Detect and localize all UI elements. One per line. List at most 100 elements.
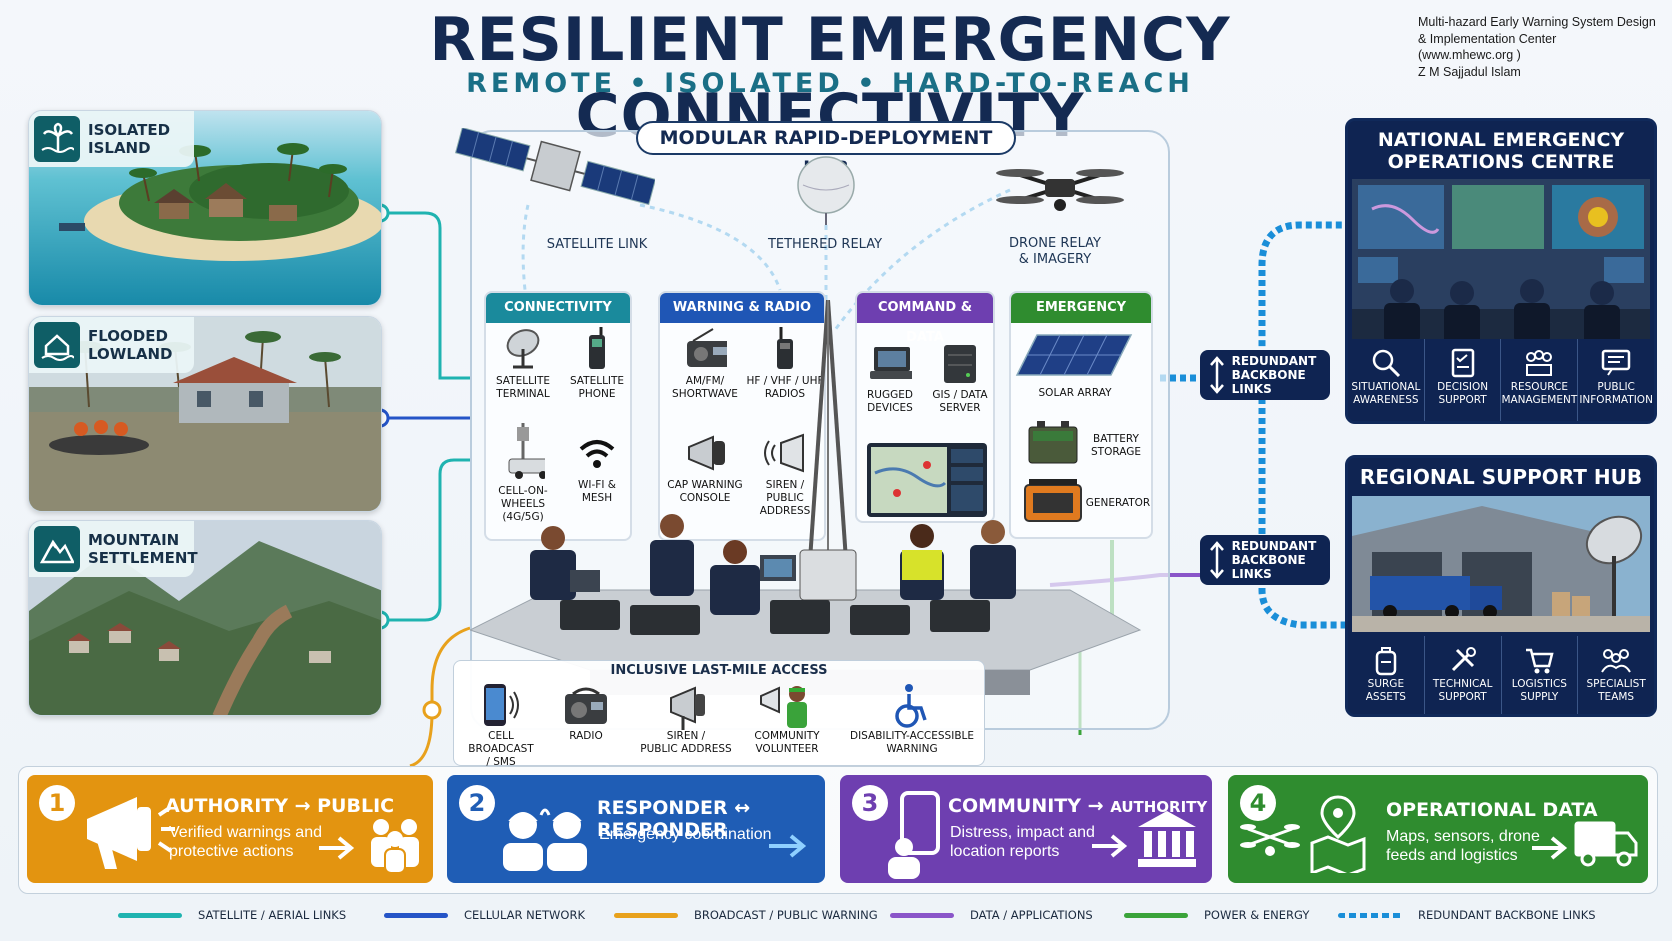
battery-icon [1028,421,1078,464]
item-wifi-mesh: WI-FI &MESH [556,431,638,505]
cap-label: MANAGEMENT [1501,394,1578,406]
item-label: VOLUNTEER [755,743,819,755]
radio-icon [683,327,727,371]
legend-data: DATA / APPLICATIONS [890,908,1093,922]
national-emergency-operations-centre[interactable]: NATIONAL EMERGENCY OPERATIONS CENTRE SIT… [1345,118,1657,424]
legend-power: POWER & ENERGY [1124,908,1309,922]
delivery-truck-icon [1574,821,1638,867]
government-building-icon [1138,811,1196,867]
item-label: DISABILITY-ACCESSIBLE [849,730,975,742]
cap-label: TEAMS [1598,691,1635,703]
flow-title: OPERATIONAL DATA [1386,799,1598,821]
panel-warning-radio: WARNING & RADIO AM/FM/SHORTWAVE HF / VHF… [658,291,826,541]
cap-label: TECHNICAL [1432,678,1493,690]
item-label: STORAGE [1091,446,1141,458]
panel-header: CONNECTIVITY [486,293,630,323]
flow-desc-line: feeds and logistics [1386,847,1518,864]
flow-desc-line: location reports [950,843,1060,860]
cap-label: SUPPORT [1438,394,1487,406]
flood-house-icon [34,322,80,368]
drone-icon [996,169,1124,211]
siren-speaker-icon [763,431,807,475]
item-label: CELL BROADCAST [468,730,534,755]
legend-swatch [384,912,448,918]
flow-number: 1 [39,785,75,821]
satellite-dish-icon [501,327,545,371]
legend-cellular: CELLULAR NETWORK [384,908,585,922]
location-tag: MOUNTAIN SETTLEMENT [29,521,198,577]
lastmile-siren: SIREN /PUBLIC ADDRESS [636,680,736,756]
location-tag: FLOODED LOWLAND [29,317,194,373]
satellite-link-label: SATELLITE LINK [546,237,648,252]
credit-line: Z M Sajjadul Islam [1418,64,1521,79]
legend-swatch [1338,912,1402,918]
drone-icon [1240,824,1300,856]
location-card-mountain[interactable]: MOUNTAIN SETTLEMENT [28,520,382,716]
item-label: PUBLIC ADDRESS [640,743,732,755]
item-label: CELL-ON- [498,485,548,497]
flow-number: 2 [459,785,495,821]
item-label: GIS / DATA [932,389,988,401]
item-label: WARNING [886,743,938,755]
item-label: COMMUNITY [754,730,820,742]
vertical-arrow-icon [1206,355,1228,395]
neoc-title-line: OPERATIONS CENTRE [1387,151,1615,173]
legend-broadcast: BROADCAST / PUBLIC WARNING [614,908,878,922]
credit-line: (www.mhewc.org ) [1418,48,1521,62]
flow-number: 3 [852,785,888,821]
hub-field-scene [470,300,1142,695]
flow-responder-responder[interactable]: 2 RESPONDER ↔ RESPONDER Emergency coordi… [447,775,825,883]
item-label: BATTERY [1093,433,1139,445]
people-group-icon [371,819,419,873]
wheelchair-icon [842,680,982,730]
team-icon [1578,642,1654,678]
location-label: MOUNTAIN SETTLEMENT [88,531,198,567]
drone-label-line: & IMAGERY [1018,252,1092,267]
handheld-radio-icon [763,327,807,371]
credit-line: & Implementation Center [1418,31,1557,46]
cap-label: INFORMATION [1579,394,1653,406]
location-card-flood[interactable]: FLOODED LOWLAND [28,316,382,512]
arrow-right-icon [1532,836,1568,860]
location-card-island[interactable]: ISOLATED ISLAND [28,110,382,306]
legend-label: POWER & ENERGY [1204,908,1310,922]
flow-title: COMMUNITY → AUTHORITY [948,795,1207,818]
legend-label: REDUNDANT BACKBONE LINKS [1418,908,1596,922]
last-mile-title: INCLUSIVE LAST-MILE ACCESS [610,663,828,678]
info-board-icon [1578,345,1654,381]
flow-title-part: AUTHORITY [1110,798,1208,816]
solar-panel-icon [1015,334,1133,376]
cell-tower-truck-icon [501,419,545,481]
checklist-icon [1425,345,1501,381]
flow-community-authority[interactable]: 3 COMMUNITY → AUTHORITY Distress, impact… [840,775,1212,883]
item-label: / SMS [486,756,516,768]
item-label: DEVICES [867,402,913,414]
location-label: FLOODED LOWLAND [88,327,173,363]
panel-header: COMMAND & DATA [857,293,993,345]
warehouse-image [1352,496,1650,632]
item-am-fm-radio: AM/FM/SHORTWAVE [662,327,748,401]
tethered-balloon-icon [797,156,855,225]
item-label: SIREN / [666,730,706,742]
backpack-icon [1348,642,1424,678]
panel-header: WARNING & RADIO [660,293,824,323]
item-label: SHORTWAVE [672,388,738,400]
item-siren-public-address: SIREN /PUBLIC ADDRESS [742,431,828,518]
item-label: MESH [581,492,613,504]
page-subtitle: REMOTE • ISOLATED • HARD-TO-REACH [466,68,1194,99]
arrow-right-icon [319,836,355,860]
rugged-laptop-icon [868,341,912,385]
smartphone-icon [456,680,546,730]
flow-authority-public[interactable]: 1 AUTHORITY → PUBLIC Verified warnings a… [27,775,433,883]
